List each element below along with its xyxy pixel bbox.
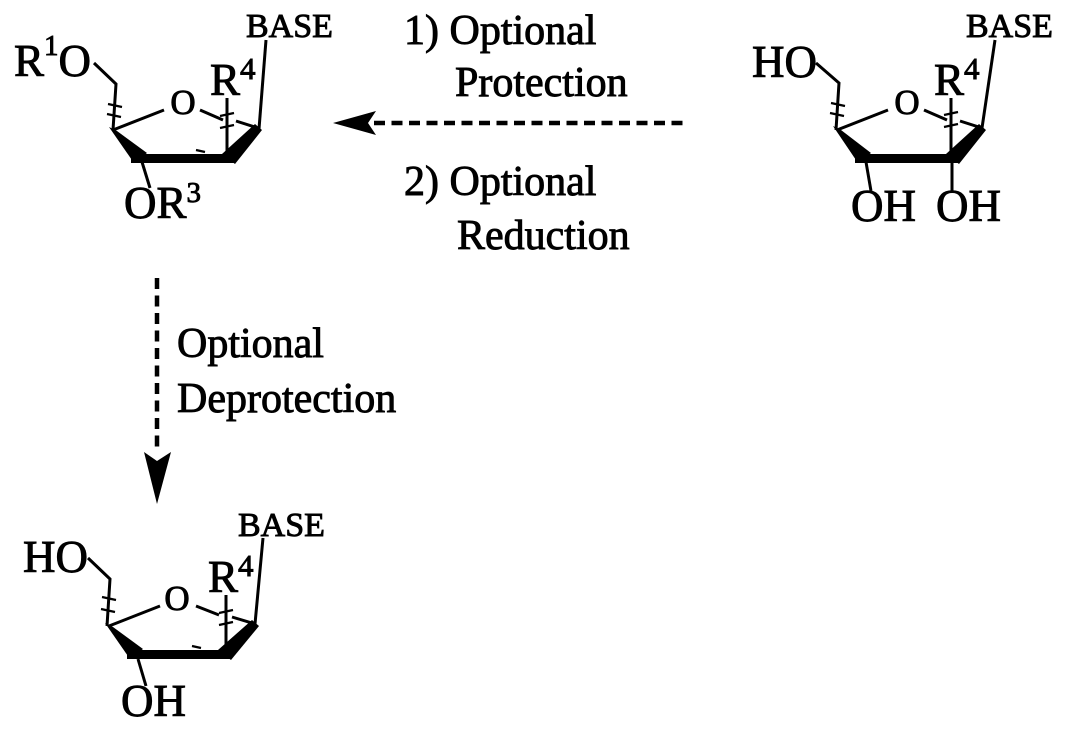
bond-c1-base [980, 39, 997, 129]
molecule-starting-nucleoside: HO BASE O R4 OH OH [752, 8, 1054, 232]
bond-ring-o-c4 [112, 108, 165, 132]
bond-5prime-chain [815, 61, 841, 131]
label-2prime-substituent: R4 [208, 548, 254, 602]
label-base: BASE [238, 507, 325, 544]
label-5prime-group: R1O [14, 30, 91, 86]
arrow-step1-label-line2: Protection [455, 60, 628, 106]
hash-ticks-r4-bond [219, 111, 235, 130]
arrow-down-head-icon [144, 452, 171, 504]
hash-ticks-5prime-bond [100, 595, 117, 614]
bold-bond-ring-bottom [131, 154, 234, 163]
arrow-deprotection-label-line1: Optional [177, 321, 324, 367]
label-2prime-substituent: R4 [934, 51, 980, 105]
hash-ticks-r4-bond [218, 608, 234, 627]
arrow-step2-label-line2: Reduction [457, 213, 630, 259]
wedge-bond-c4-c3 [833, 126, 871, 163]
hash-ticks-5prime-bond [829, 101, 846, 118]
reaction-arrow-deprotection: Optional Deprotection [144, 278, 397, 504]
label-ring-oxygen: O [170, 83, 195, 122]
bond-ring-o-c1-a [199, 108, 224, 122]
molecule-protected-nucleoside: R1O BASE O R4 OR3 [14, 8, 334, 229]
bond-5prime-chain [92, 61, 118, 131]
label-2prime-substituent: R4 [210, 51, 256, 105]
hash-tick-ring-bottom [191, 644, 202, 650]
label-ring-oxygen: O [894, 83, 919, 122]
label-ring-oxygen: O [164, 579, 189, 618]
bond-ring-o-c1-a [923, 108, 948, 122]
label-5prime-hydroxyl: HO [23, 532, 88, 582]
molecule-deprotected-product: HO BASE O R4 OH [23, 507, 326, 727]
bond-ring-o-c4 [108, 604, 161, 628]
bond-c1-base [257, 39, 268, 130]
bold-bond-ring-bottom [855, 154, 958, 163]
arrow-deprotection-label-line2: Deprotection [177, 376, 396, 422]
label-base: BASE [246, 8, 333, 45]
label-3prime-hydroxyl: OH [851, 181, 916, 231]
label-5prime-hydroxyl: HO [752, 37, 817, 87]
bond-c3-oh [864, 161, 873, 192]
wedge-bond-c1-c2 [218, 620, 259, 660]
hash-ticks-r4-bond [943, 110, 959, 129]
arrow-step2-label-line1: 2) Optional [404, 159, 596, 205]
bond-5prime-chain [86, 556, 112, 627]
label-base: BASE [966, 8, 1053, 45]
bond-c3-or3 [140, 161, 152, 189]
arrow-step1-label-line1: 1) Optional [404, 8, 596, 54]
bond-c3-oh [136, 658, 148, 687]
reaction-arrow-protection-reduction: 1) Optional Protection 2) Optional Reduc… [333, 8, 688, 259]
label-3prime-group: OR3 [124, 177, 201, 228]
bond-c1-base [253, 537, 265, 625]
hash-ticks-5prime-bond [106, 102, 123, 119]
wedge-bond-c1-c2 [946, 124, 986, 164]
label-3prime-hydroxyl: OH [121, 676, 186, 726]
bond-ring-o-c4 [836, 108, 889, 132]
wedge-bond-c1-c2 [222, 124, 262, 164]
hash-tick-ring-bottom [195, 148, 206, 154]
bold-bond-ring-bottom [127, 650, 230, 659]
arrow-left-head-icon [333, 111, 376, 135]
label-2prime-hydroxyl: OH [936, 181, 1001, 231]
bond-ring-o-c1-a [195, 604, 220, 617]
